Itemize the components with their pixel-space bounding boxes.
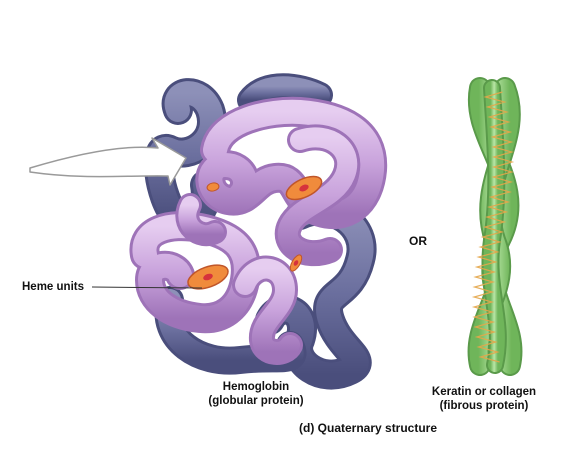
pointer-arrow <box>29 137 187 186</box>
hemoglobin-label: Hemoglobin <box>222 381 290 393</box>
fibrous-protein <box>467 77 523 376</box>
heme-disc <box>187 264 229 290</box>
fibrous-helix <box>471 91 515 363</box>
globular-protein-label: (globular protein) <box>208 395 304 407</box>
fibrous-protein-label: (fibrous protein) <box>439 400 529 412</box>
heme-disc <box>206 182 220 192</box>
keratin-collagen-label: Keratin or collagen <box>431 386 537 398</box>
or-label: OR <box>409 234 427 248</box>
heme-group <box>187 175 323 290</box>
heme-disc <box>289 254 303 272</box>
hemoglobin-molecule <box>129 73 388 390</box>
heme-units-label: Heme units <box>22 281 84 293</box>
heme-disc <box>285 175 323 201</box>
alpha-chain-group <box>129 96 388 365</box>
heme-leader-line <box>91 286 203 289</box>
figure-caption: (d) Quaternary structure <box>299 421 438 435</box>
